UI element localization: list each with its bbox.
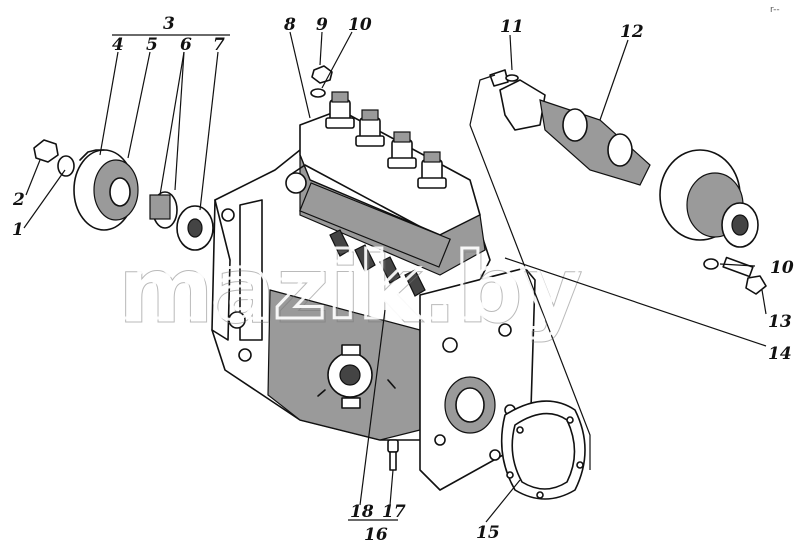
callout-1: 1 (12, 220, 24, 240)
screw (387, 439, 399, 471)
callout-2: 2 (12, 190, 25, 210)
delivery-valve-holders (325, 91, 447, 189)
gear-assembly (33, 139, 214, 251)
callout-15: 15 (476, 523, 500, 543)
callout-11: 11 (500, 17, 524, 37)
callout-3: 3 (163, 14, 175, 34)
callout-12: 12 (620, 22, 644, 42)
leader-lines (23, 31, 767, 523)
callout-7: 7 (213, 35, 225, 55)
callout-14: 14 (768, 344, 792, 364)
callout-4: 4 (112, 35, 124, 55)
watermark-shadow: mazik.by (118, 237, 583, 344)
corner-mark: r-- (770, 5, 780, 15)
bolt-and-washer (703, 256, 767, 295)
callout-6: 6 (180, 35, 192, 55)
camshaft (489, 69, 759, 248)
callout-17: 17 (382, 502, 406, 522)
watermark: mazik.by (115, 233, 580, 340)
callout-labels: 1 2 3 4 5 6 7 8 9 10 11 12 10 13 14 15 1… (12, 14, 794, 545)
callout-16: 16 (364, 525, 388, 545)
gasket (500, 400, 586, 500)
callout-18: 18 (350, 502, 374, 522)
callout-10-right: 10 (770, 258, 794, 278)
callout-8: 8 (283, 15, 296, 35)
callout-5: 5 (146, 35, 158, 55)
callout-10-top: 10 (348, 15, 372, 35)
callout-9: 9 (316, 15, 328, 35)
callout-13: 13 (768, 312, 792, 332)
top-nut-washer (310, 65, 333, 98)
